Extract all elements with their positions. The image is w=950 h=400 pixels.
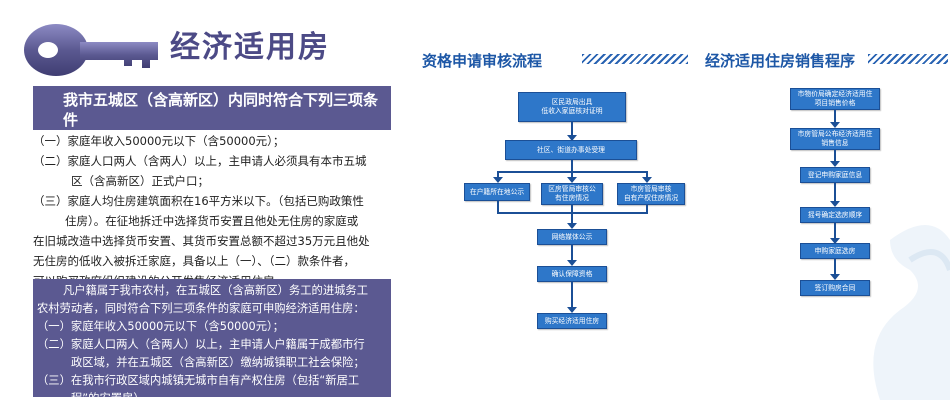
heading-line-2: 的家庭可申购经济适用住房： [63,131,259,149]
rural-line: 政区域，并在五城区（含高新区）缴纳城镇职工社会保险； [71,356,365,369]
rural-line: （一）家庭年收入50000元以下（含50000元）； [37,320,284,333]
flow-arrow [567,212,577,229]
step-text: 市房管局审核 [630,185,672,193]
flow1-title: 资格申请审核流程 [422,52,543,70]
urban-eligibility-heading: 我市五城区（含高新区）内同时符合下列三项条件 的家庭可申购经济适用住房： [33,86,391,149]
condition-line: （三）家庭人均住房建筑面积在16平方米以下。（包括已购政策性 [33,194,364,208]
step-text: 区民政局出具 [551,98,593,106]
stripe-decoration [868,54,948,64]
rural-line: 凡户籍属于我市农村，在五城区（含高新区）务工的进城务工 [63,284,369,297]
stripe-decoration [582,54,688,64]
page-title: 经济适用房 [170,30,330,65]
sales-step-sign-contract: 签订购房合同 [800,280,870,296]
step-text: 有住房情况 [555,194,589,202]
step-text: 区房管局审核公 [548,185,596,193]
condition-line: 住房）。在征地拆迁中选择货币安置且他处无住房的家庭或 [65,214,359,228]
step-text: 签订购房合同 [814,283,856,292]
step-text: 摇号确定选房顺序 [807,210,863,219]
sales-step-choose-house: 申购家庭选房 [800,243,870,259]
flow-step-civil-affairs: 区民政局出具 低收入家庭核对证明 [518,92,626,122]
flow-connector [571,205,573,213]
flow-arrow [567,282,577,313]
flow-step-city-review: 市房管局审核 自有产权住房情况 [617,183,685,205]
flow-arrow [830,183,840,207]
urban-eligibility-section: 我市五城区（含高新区）内同时符合下列三项条件 的家庭可申购经济适用住房： （一）… [33,86,391,288]
rural-eligibility-section: 凡户籍属于我市农村，在五城区（含高新区）务工的进城务工 农村劳动者，同时符合下列… [33,279,391,397]
step-text: 项目销售价格 [814,99,856,107]
condition-line: 无住房的低收入被拆迁家庭，具备以上（一）、（二）款条件者， [33,254,355,268]
step-text: 社区、街道办事处受理 [537,145,605,154]
flow-arrow [830,150,840,167]
sales-step-pricing: 市物价局确定经济适用住 项目销售价格 [790,88,880,110]
flow-step-confirm-eligibility: 确认保障资格 [537,266,607,282]
step-text: 市房管局公布经济适用住 [797,130,873,138]
sales-step-publish-info: 市房管局公布经济适用住 销售信息 [790,128,880,150]
flow-arrow [567,122,577,141]
flow-arrow [493,171,503,183]
step-text: 网络媒体公示 [551,232,593,241]
flow-connector [571,160,573,172]
rural-line: 农村劳动者，同时符合下列三项条件的家庭可申购经济适用住房： [37,302,365,315]
step-text: 自有产权住房情况 [623,194,679,202]
flow2-title: 经济适用住房销售程序 [705,52,856,70]
flow-arrow [830,223,840,244]
flow-arrow [567,171,577,183]
condition-line: 区（含高新区）正式户口； [71,174,209,188]
step-text: 在户籍所在地公示 [469,187,525,196]
flow-arrow [830,259,840,280]
flow-connector [497,201,499,213]
flow-step-purchase: 购买经济适用住房 [537,313,607,329]
key-icon [24,24,158,76]
flow-arrow [567,245,577,266]
step-text: 购买经济适用住房 [544,316,600,325]
flow-step-district-review: 区房管局审核公 有住房情况 [541,183,603,205]
step-text: 销售信息 [821,139,849,147]
rural-line: （二）家庭人口两人（含两人）以上，主申请人户籍属于成都市行 [37,338,365,351]
step-text: 低收入家庭核对证明 [541,107,603,115]
rural-line: （三）在我市行政区域内城镇无城市自有产权住房（包括“新居工 [37,374,360,387]
flow-step-online-publicity: 网络媒体公示 [537,229,607,245]
step-text: 登记申购家庭信息 [807,170,863,179]
flow-connector [646,205,648,213]
step-text: 申购家庭选房 [814,246,856,255]
cloud-decoration [873,225,950,400]
flow-arrow [642,171,652,183]
flow-step-local-publicity: 在户籍所在地公示 [464,183,530,201]
step-text: 确认保障资格 [551,269,593,278]
sales-step-lottery: 摇号确定选房顺序 [800,207,870,223]
step-text: 市物价局确定经济适用住 [797,90,873,98]
flow-arrow [830,110,840,128]
heading-line-1: 我市五城区（含高新区）内同时符合下列三项条件 [63,91,379,129]
condition-line: （一）家庭年收入50000元以下（含50000元）； [33,134,285,148]
rural-line: 程”的安置房）。 [71,390,150,397]
condition-line: （二）家庭人口两人（含两人）以上，主申请人必须具有本市五城 [33,154,367,168]
condition-line: 在旧城改造中选择货币安置、其货币安置总额不超过35万元且他处 [33,234,370,248]
flow-step-community-acceptance: 社区、街道办事处受理 [505,140,637,160]
sales-step-register: 登记申购家庭信息 [800,167,870,183]
